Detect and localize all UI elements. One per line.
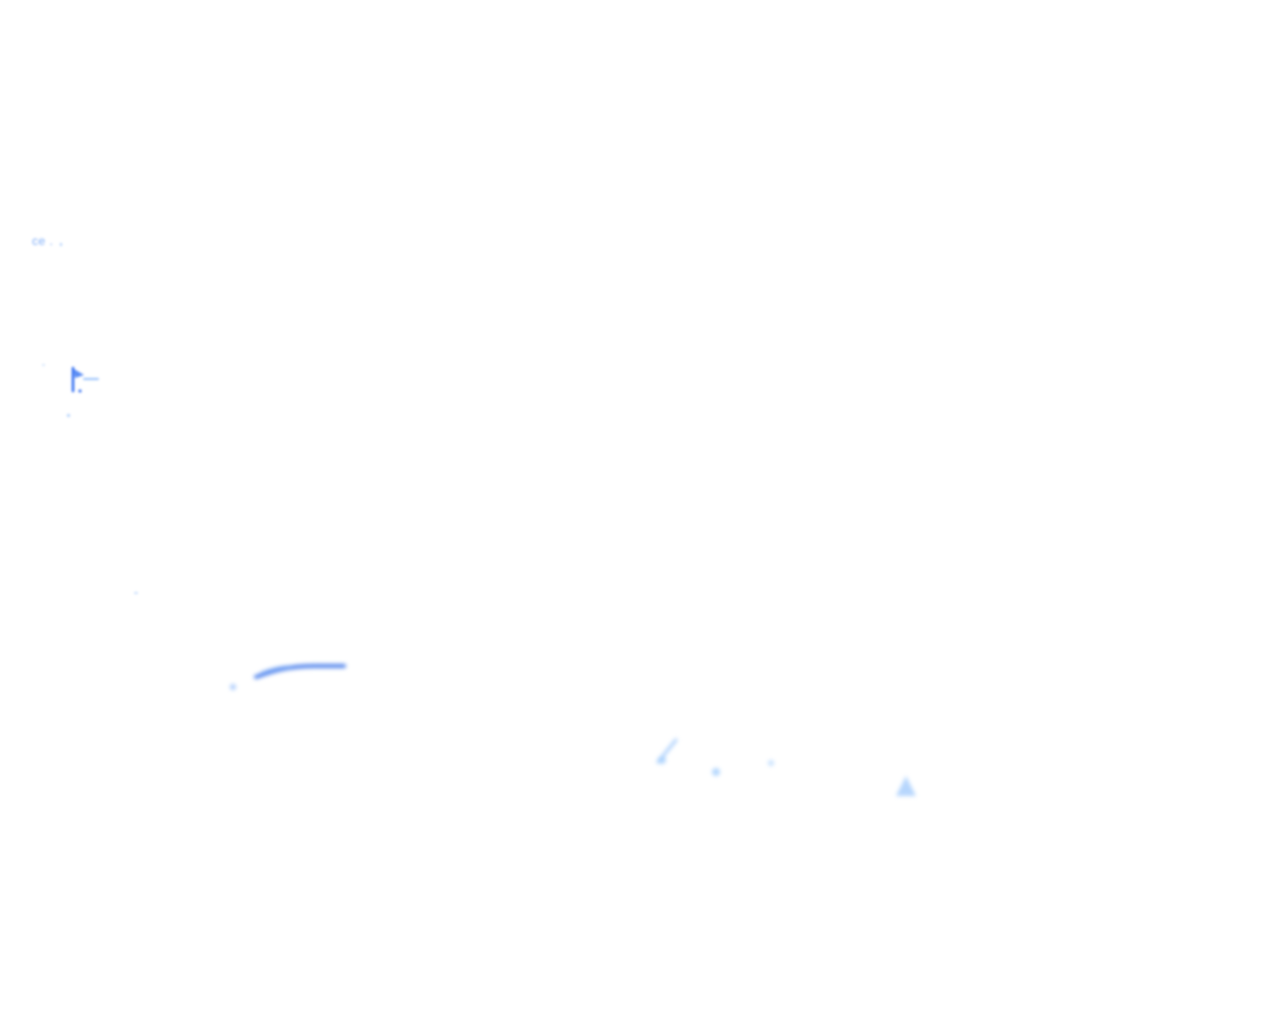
- faint-dot: [42, 364, 45, 366]
- faint-dot: [60, 243, 62, 246]
- faint-speck-icons: [656, 738, 916, 796]
- flag-icon: [71, 366, 99, 393]
- faint-text-fragment: ce .: [32, 234, 54, 248]
- faint-dot: [67, 414, 70, 417]
- brush-stroke-icon: [230, 664, 346, 690]
- faint-dot: [134, 592, 138, 594]
